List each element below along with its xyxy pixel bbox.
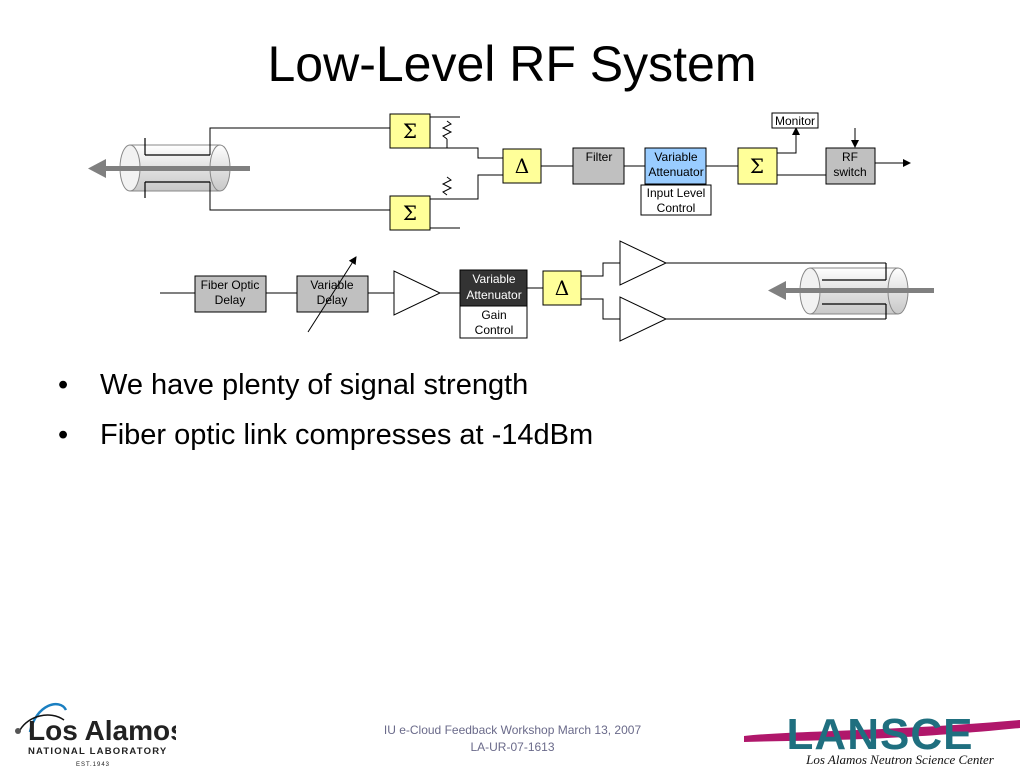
bullet-item-2: • Fiber optic link compresses at -14dBm (58, 414, 593, 464)
bullet-list: • We have plenty of signal strength • Fibe… (58, 364, 593, 464)
bullet-text-1: We have plenty of signal strength (100, 369, 529, 401)
fiber-optic-delay-label-1: Fiber Optic (201, 278, 260, 292)
los-alamos-logo-text: Los Alamos (28, 715, 176, 746)
monitor-label: Monitor (775, 114, 815, 128)
variable-attenuator-bottom-label-2: Attenuator (466, 288, 521, 302)
monitor-block: Monitor (771, 112, 819, 129)
lansce-swoosh-icon (744, 720, 1020, 742)
footer-line-1: IU e-Cloud Feedback Workshop March 13, 2… (383, 723, 642, 737)
atom-dot-icon (15, 728, 21, 734)
input-level-control-label-2: Control (657, 201, 696, 215)
bullet-item-1: • We have plenty of signal strength (58, 364, 593, 414)
bullet-dot-icon: • (58, 419, 69, 451)
slide-title: Low-Level RF System (267, 36, 757, 92)
difference-block-bottom: Δ (542, 270, 582, 306)
gain-control-label-1: Gain (481, 308, 506, 322)
gain-control-block: Gain Control (459, 305, 528, 339)
lansce-logo-text: LANSCE (787, 710, 974, 759)
rf-switch-block: RF switch (825, 147, 876, 185)
variable-attenuator-top-label-1: Variable (654, 150, 697, 164)
delta-symbol-bottom: Δ (555, 276, 569, 300)
bullet-dot-icon: • (58, 369, 69, 401)
filter-label: Filter (586, 150, 613, 164)
sum-block-3: Σ (737, 147, 778, 185)
termination-resistor-2 (441, 176, 453, 196)
filter-block: Filter (572, 147, 625, 185)
amplifier-3 (619, 296, 668, 342)
amplifier-1 (393, 270, 442, 316)
gain-control-label-2: Control (475, 323, 514, 337)
lansce-logo-sub: Los Alamos Neutron Science Center (805, 752, 995, 767)
los-alamos-logo-est: EST.1943 (76, 762, 110, 768)
input-level-control-label-1: Input Level (647, 186, 706, 200)
sum-symbol-3: Σ (750, 154, 764, 178)
los-alamos-logo: Los Alamos NATIONAL LABORATORY EST.1943 (15, 702, 176, 768)
sum-symbol-1: Σ (403, 119, 417, 143)
sum-block-1: Σ (389, 113, 431, 149)
variable-delay-label-1: Variable (310, 278, 353, 292)
lansce-logo: LANSCE Los Alamos Neutron Science Center (744, 710, 1020, 767)
rf-block-diagram: Σ Σ Δ Filter Variable Attenuator Input L… (88, 112, 934, 342)
termination-resistor-1 (441, 120, 453, 140)
beam-arrow-bottom (768, 281, 934, 300)
rf-switch-label-2: switch (833, 165, 866, 179)
variable-delay-label-2: Delay (317, 293, 348, 307)
variable-attenuator-top-label-2: Attenuator (648, 165, 703, 179)
difference-block-top: Δ (502, 148, 542, 184)
fiber-optic-delay-block: Fiber Optic Delay (194, 275, 267, 313)
bullet-text-2: Fiber optic link compresses at -14dBm (100, 419, 594, 451)
delta-symbol-top: Δ (515, 154, 529, 178)
variable-attenuator-bottom: Variable Attenuator (459, 269, 528, 307)
input-level-control-block: Input Level Control (640, 184, 712, 216)
sum-block-2: Σ (389, 195, 431, 231)
footer-line-2: LA-UR-07-1613 (470, 740, 555, 754)
variable-attenuator-top: Variable Attenuator (644, 147, 707, 185)
sum-symbol-2: Σ (403, 201, 417, 225)
variable-delay-arrow (307, 256, 357, 333)
variable-attenuator-bottom-label-1: Variable (472, 272, 515, 286)
beam-arrow-top (88, 159, 250, 178)
fiber-optic-delay-label-2: Delay (215, 293, 246, 307)
amplifier-2 (619, 240, 668, 286)
los-alamos-logo-sub: NATIONAL LABORATORY (28, 746, 167, 757)
atom-orbit-icon (28, 702, 68, 733)
rf-switch-label-1: RF (842, 150, 858, 164)
slide-footer: IU e-Cloud Feedback Workshop March 13, 2… (340, 722, 685, 756)
